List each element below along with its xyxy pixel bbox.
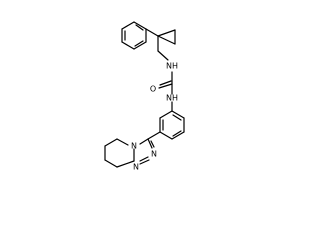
tetrahydropyridine-ring (104, 138, 135, 168)
cyclopropane-ring (157, 29, 176, 45)
bond-ch2-nh (157, 50, 169, 61)
atom-label-oxygen: O (150, 85, 156, 94)
atom-label-n-fused: N (131, 142, 137, 151)
phenyl-ring (121, 21, 147, 50)
atom-label-nh-bottom: NH (166, 94, 178, 103)
structure-canvas: NH O NH N N N (104, 21, 185, 172)
phenylene-ring (159, 110, 185, 140)
triazole-ring (133, 138, 155, 165)
atom-label-nh-top: NH (166, 62, 178, 71)
bond-phenyl-cyclopropyl (145, 28, 159, 37)
urea-group (158, 71, 173, 95)
molecule-drawing: NH O NH N N N (104, 21, 185, 172)
atom-label-n-ring-1: N (151, 150, 157, 159)
atom-label-n-ring-2: N (133, 163, 139, 172)
bond-phenylene-triazole (147, 131, 161, 140)
